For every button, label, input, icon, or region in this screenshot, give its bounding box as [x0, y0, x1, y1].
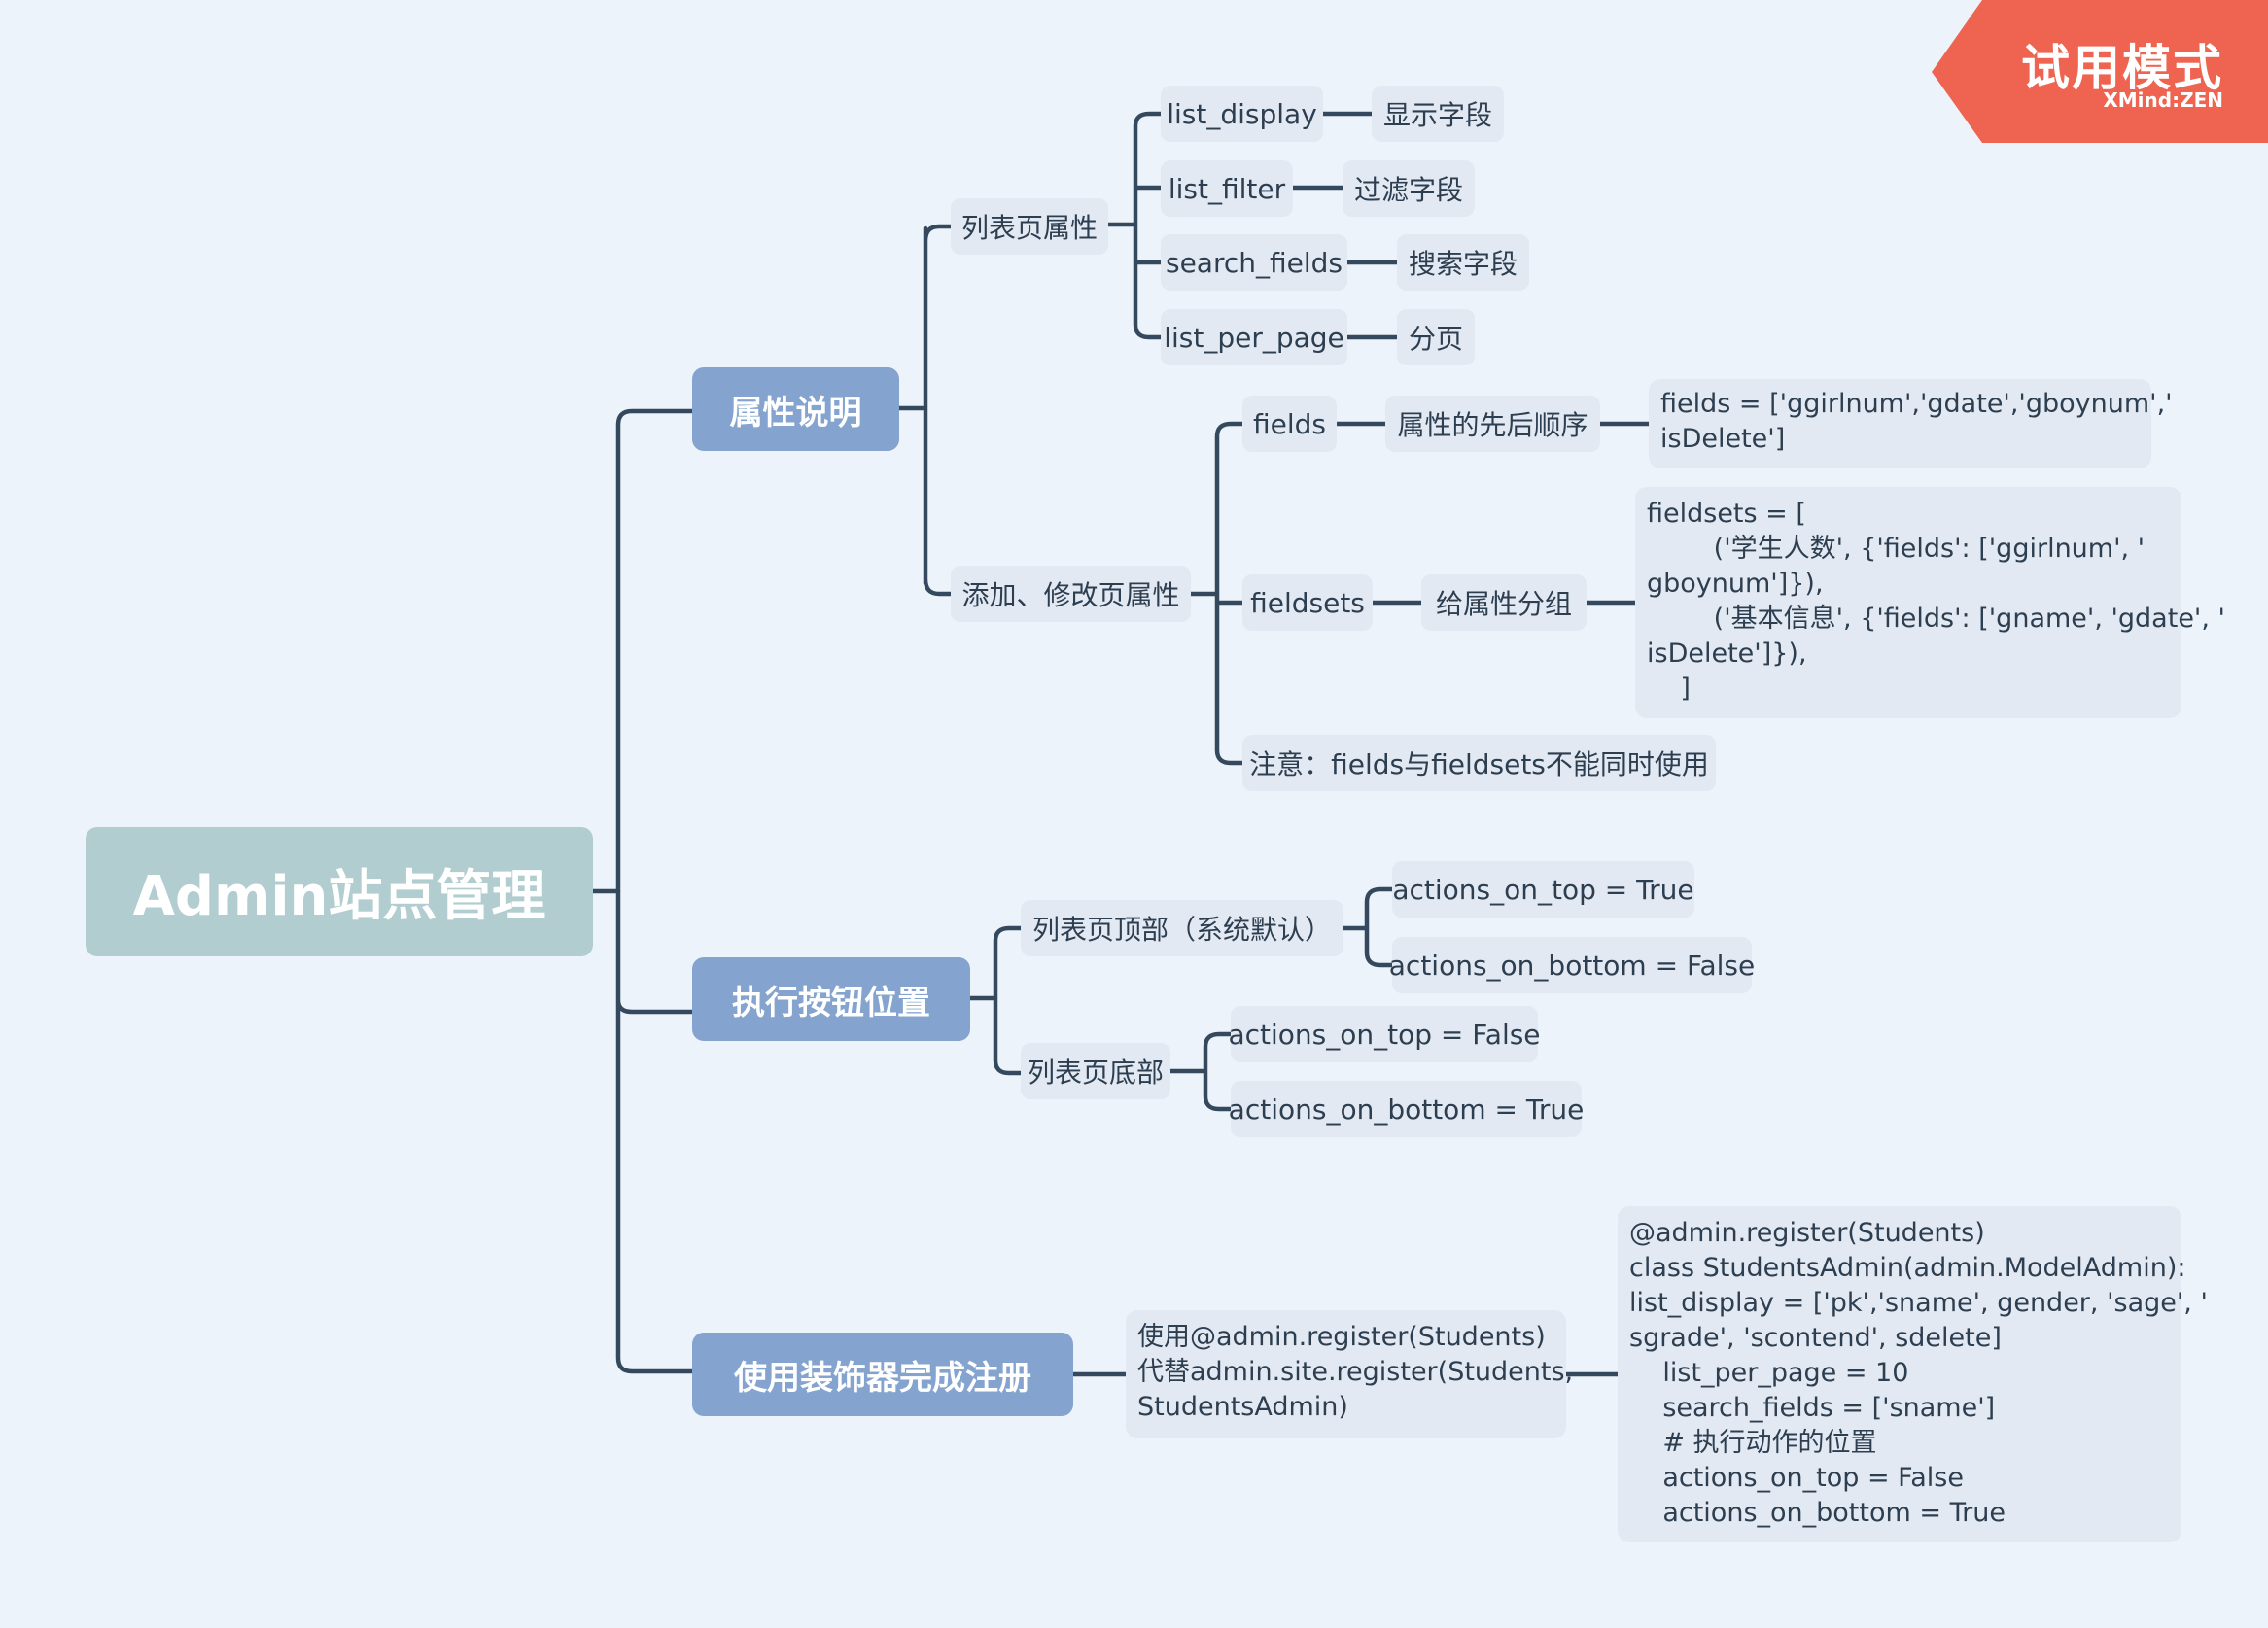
root-topic[interactable]: Admin站点管理 — [86, 827, 593, 956]
connector-actions-bottom — [1168, 1031, 1234, 1112]
fields-node[interactable]: fields — [1242, 396, 1337, 452]
list-filter-node[interactable]: list_filter — [1161, 160, 1293, 217]
main-topic-decorator[interactable]: 使用装饰器完成注册 — [692, 1333, 1073, 1416]
actions-top-default[interactable]: 列表页顶部（系统默认） — [1021, 900, 1343, 956]
actions-bottom-item-1[interactable]: actions_on_top = False — [1228, 1006, 1541, 1062]
connector-listpage-desc — [1290, 111, 1400, 340]
list-display-node[interactable]: list_display — [1161, 86, 1323, 142]
main-topic-actions[interactable]: 执行按钮位置 — [692, 957, 970, 1041]
actions-top-item-1[interactable]: actions_on_top = True — [1392, 861, 1694, 918]
main-topic-attributes[interactable]: 属性说明 — [692, 367, 899, 451]
connector-trunk — [615, 408, 695, 1374]
fieldsets-code[interactable]: fieldsets = [ ('学生人数', {'fields': ['ggir… — [1635, 487, 2225, 718]
decorator-code[interactable]: @admin.register(Students) class Students… — [1618, 1206, 2208, 1542]
badge-shape — [1932, 0, 2268, 143]
list-filter-desc[interactable]: 过滤字段 — [1343, 160, 1475, 217]
fields-fieldsets-note[interactable]: 注意：fields与fieldsets不能同时使用 — [1242, 735, 1716, 791]
connector-attr — [896, 224, 954, 597]
connector-actions-top — [1341, 886, 1395, 968]
search-fields-desc[interactable]: 搜索字段 — [1397, 234, 1529, 291]
list-per-page-node[interactable]: list_per_page — [1161, 309, 1347, 365]
badge-title: 试用模式 — [2021, 40, 2223, 96]
actions-top-item-2[interactable]: actions_on_bottom = False — [1389, 937, 1755, 993]
fieldsets-node[interactable]: fieldsets — [1242, 574, 1373, 631]
actions-bottom-item-2[interactable]: actions_on_bottom = True — [1229, 1081, 1584, 1137]
connector-listpage — [1105, 111, 1164, 340]
fieldsets-desc[interactable]: 给属性分组 — [1421, 574, 1587, 631]
list-per-page-desc[interactable]: 分页 — [1397, 309, 1475, 365]
list-page-attributes[interactable]: 列表页属性 — [951, 198, 1108, 255]
badge-brand: XMind:ZEN — [2103, 88, 2223, 112]
search-fields-node[interactable]: search_fields — [1161, 234, 1347, 291]
actions-bottom[interactable]: 列表页底部 — [1021, 1043, 1170, 1099]
edit-page-attributes[interactable]: 添加、修改页属性 — [951, 566, 1191, 622]
decorator-desc[interactable]: 使用@admin.register(Students) 代替admin.site… — [1126, 1310, 1573, 1438]
trial-mode-badge: 试用模式 XMind:ZEN — [1932, 0, 2268, 143]
list-display-desc[interactable]: 显示字段 — [1372, 86, 1504, 142]
fields-desc[interactable]: 属性的先后顺序 — [1385, 396, 1600, 452]
connector-editpage — [1188, 421, 1245, 766]
fields-code[interactable]: fields = ['ggirlnum','gdate','gboynum','… — [1649, 379, 2173, 468]
connector-actions — [967, 925, 1024, 1076]
